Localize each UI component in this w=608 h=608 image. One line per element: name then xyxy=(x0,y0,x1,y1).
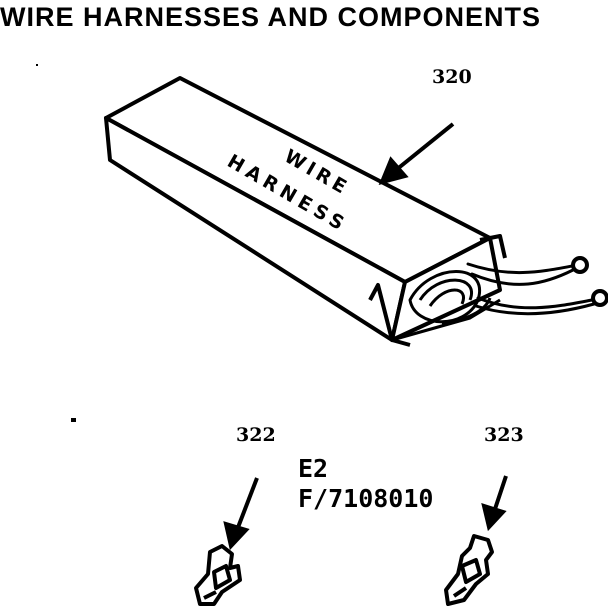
ring-terminals xyxy=(571,256,608,307)
arrow-323 xyxy=(481,475,508,532)
code-line-2: F/7108010 xyxy=(298,484,434,513)
page-title: WIRE HARNESSES AND COMPONENTS xyxy=(0,2,542,32)
terminal-323 xyxy=(444,534,494,606)
arrow-320 xyxy=(378,122,455,185)
code-line-1: E2 xyxy=(298,454,329,483)
harness-box xyxy=(104,76,507,347)
callout-323: 323 xyxy=(484,424,524,446)
callout-322: 322 xyxy=(236,424,276,446)
scan-specks xyxy=(36,64,76,422)
callout-320: 320 xyxy=(432,66,472,88)
harness-wires xyxy=(466,262,596,316)
terminal-322 xyxy=(194,544,242,606)
arrow-322 xyxy=(223,477,259,551)
